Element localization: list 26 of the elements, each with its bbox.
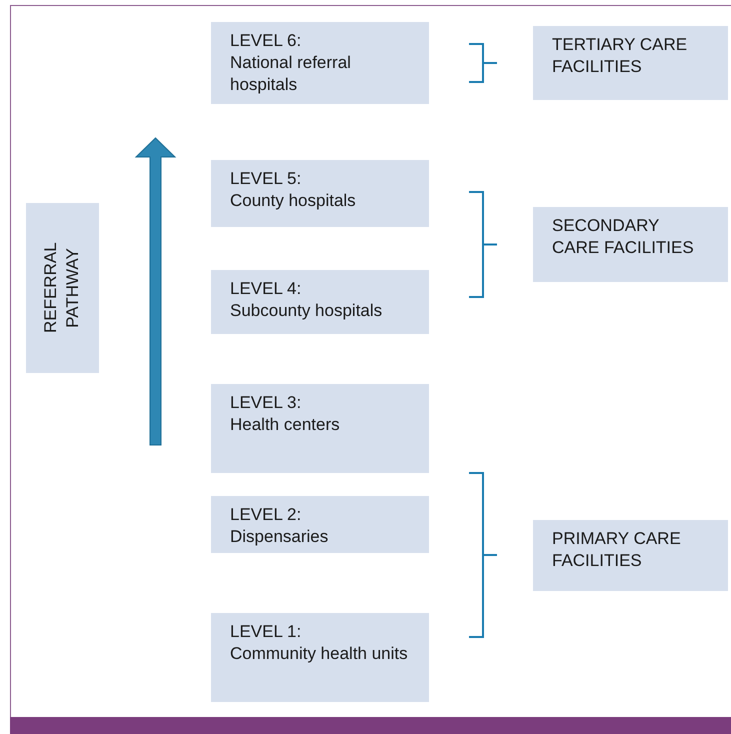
level-box — [211, 160, 429, 227]
box-label: TERTIARY CARE FACILITIES — [552, 34, 688, 78]
level-heading: LEVEL 1: — [230, 621, 302, 643]
level-box — [533, 207, 728, 282]
level-heading: LEVEL 3: — [230, 392, 302, 414]
box-label: PRIMARY CARE FACILITIES — [552, 528, 682, 572]
box-label: Dispensaries — [230, 526, 330, 548]
level-box — [211, 384, 429, 473]
level-heading: LEVEL 2: — [230, 504, 302, 526]
level-heading: LEVEL 6: — [230, 30, 302, 52]
box-label: County hospitals — [230, 190, 357, 212]
box-label: National referral hospitals — [230, 52, 352, 96]
box-label: Community health units — [230, 643, 409, 665]
level-box — [533, 520, 728, 591]
box-label: Health centers — [230, 414, 341, 436]
box-label: SECONDARY CARE FACILITIES — [552, 215, 695, 259]
level-box — [211, 496, 429, 553]
level-box — [211, 22, 429, 104]
level-heading: LEVEL 5: — [230, 168, 302, 190]
box-label: REFERRAL PATHWAY — [40, 242, 84, 334]
level-box — [26, 203, 99, 373]
box-label: Subcounty hospitals — [230, 300, 384, 322]
level-heading: LEVEL 4: — [230, 278, 302, 300]
level-box — [211, 270, 429, 334]
level-box — [211, 613, 429, 702]
level-box — [533, 26, 728, 100]
